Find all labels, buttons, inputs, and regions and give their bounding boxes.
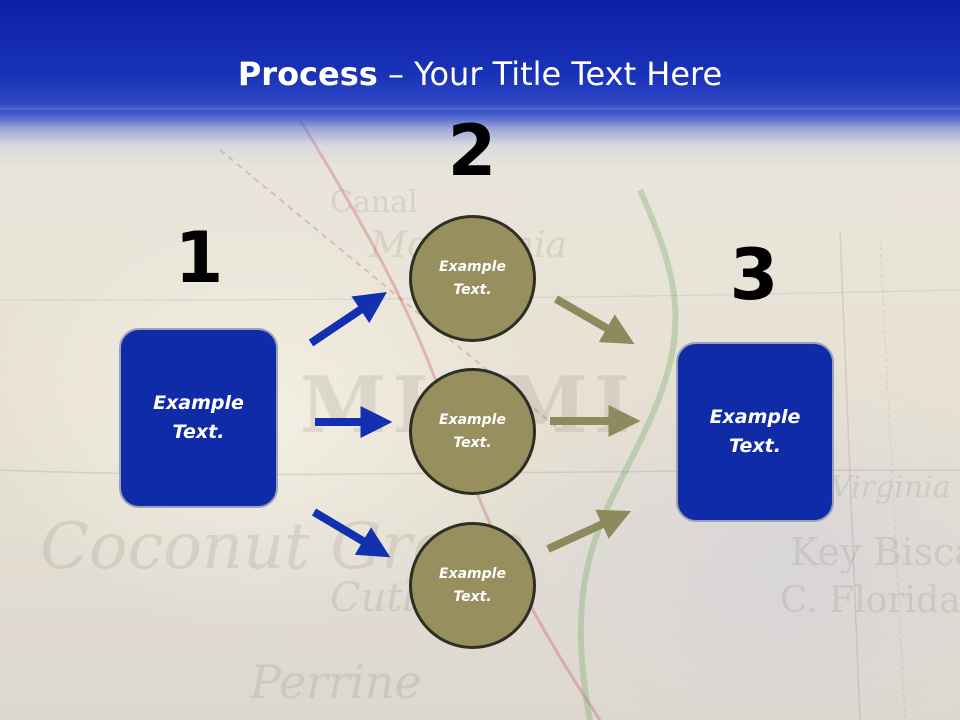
title-bold: Process [237, 55, 378, 93]
step-3-box: Example Text. [676, 342, 834, 522]
step-number-3: 3 [729, 234, 779, 316]
step-1-label-line1: Example [153, 392, 244, 414]
map-word: Perrine [250, 655, 422, 709]
map-word: Virginia [830, 470, 951, 505]
arrow-1-to-bottom [311, 508, 391, 558]
step-number-1: 1 [174, 217, 224, 299]
step-1-label-line2: Text. [172, 421, 225, 443]
step-3-label-line2: Text. [729, 435, 781, 457]
step-1-box: Example Text. [119, 328, 278, 508]
circle-label-line2: Text. [453, 434, 492, 451]
step-3-label-line1: Example [709, 406, 801, 428]
step-number-2: 2 [447, 110, 497, 192]
slide-title: Process – Your Title Text Here [0, 52, 960, 96]
step-2-circle-bottom: Example Text. [409, 522, 536, 649]
circle-label-line1: Example [439, 258, 506, 275]
header-band [0, 0, 960, 128]
circle-label-line1: Example [439, 565, 506, 582]
circle-label-line2: Text. [453, 281, 492, 298]
arrow-top-to-3 [554, 295, 635, 345]
header-fade [0, 110, 960, 170]
step-2-circle-top: Example Text. [409, 215, 536, 342]
arrow-bottom-to-3 [546, 509, 632, 553]
title-rest: – Your Title Text Here [377, 55, 723, 93]
map-word: C. Florida [780, 580, 960, 621]
step-2-circle-middle: Example Text. [409, 368, 536, 495]
circle-label-line1: Example [439, 411, 506, 428]
map-word: Key Biscayne [790, 530, 960, 574]
map-word: Canal [330, 185, 418, 220]
circle-label-line2: Text. [453, 588, 492, 605]
arrow-1-to-top [308, 291, 387, 347]
